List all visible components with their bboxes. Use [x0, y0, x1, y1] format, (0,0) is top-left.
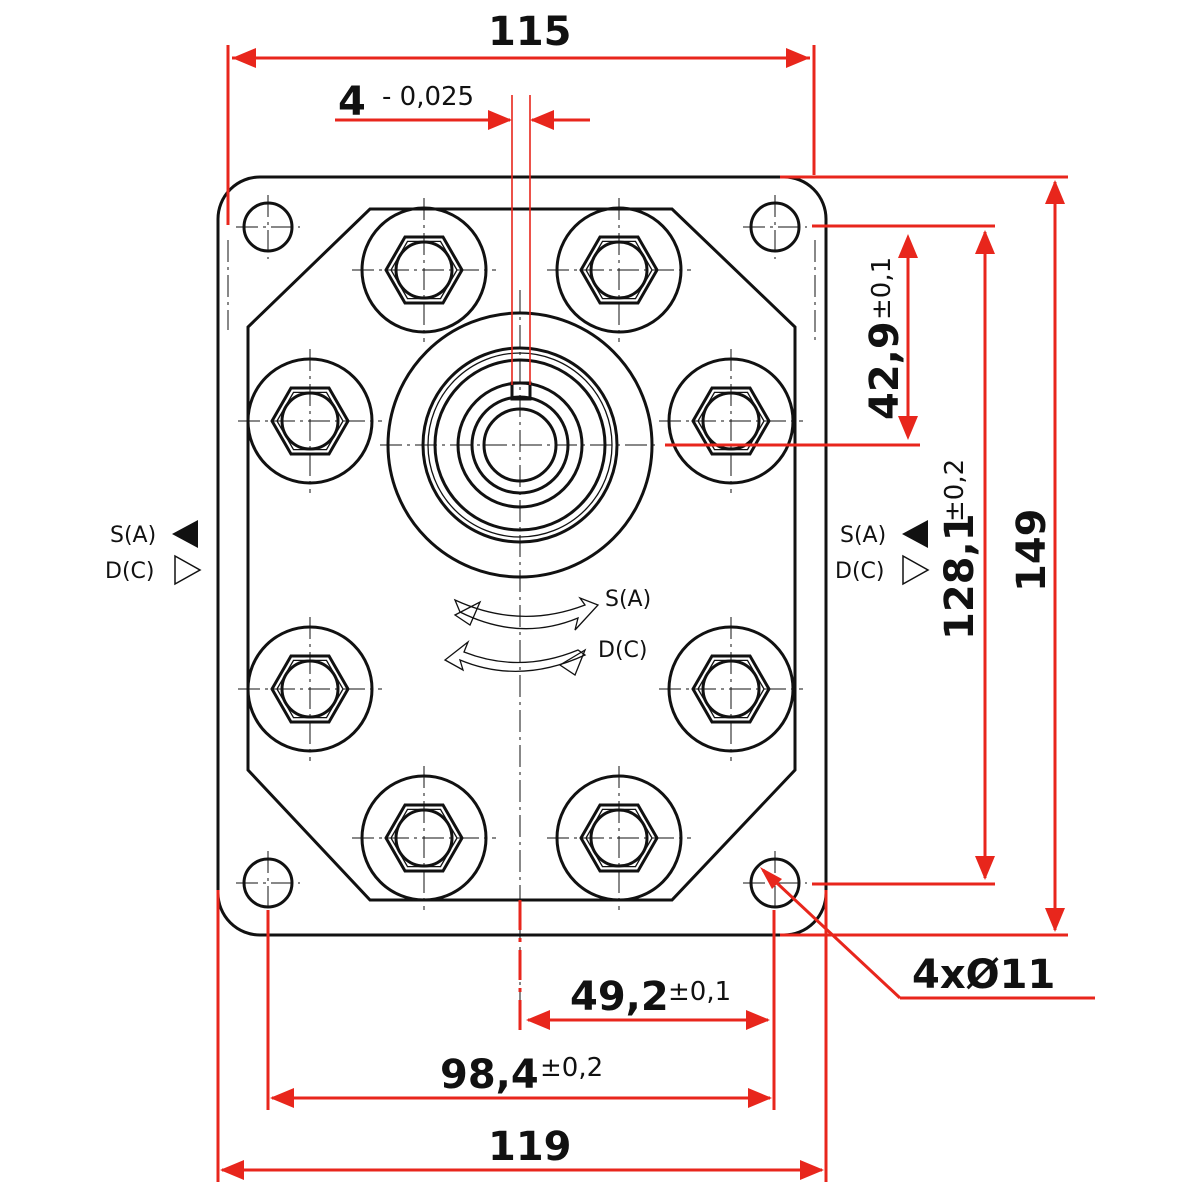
dimension-lines — [216, 45, 1095, 1182]
dim-holes: 4xØ11 — [912, 952, 1055, 998]
rotation-delivery-label: D(C) — [598, 638, 647, 663]
right-delivery-label: D(C) — [835, 559, 884, 584]
dim-height: 149 — [1009, 509, 1055, 593]
dim-width-top: 115 — [488, 9, 572, 55]
suction-port-marker — [172, 520, 198, 548]
dim-hole-spacing-vertical-tol: ±0,2 — [940, 459, 970, 522]
left-suction-label: S(A) — [110, 523, 156, 548]
suction-port-marker-right — [902, 520, 928, 548]
dim-key-width: 4 — [338, 79, 366, 125]
right-suction-label: S(A) — [840, 523, 886, 548]
pump-body-outline — [246, 207, 797, 902]
delivery-port-marker — [174, 554, 202, 586]
left-delivery-label: D(C) — [105, 559, 154, 584]
shaft-hub — [380, 290, 660, 1030]
dim-hole-spacing-horizontal-tol: ±0,2 — [540, 1053, 603, 1083]
corner-holes — [234, 193, 809, 917]
rotation-suction-label: S(A) — [605, 587, 651, 612]
dim-hole-spacing-vertical: 128,1 — [937, 513, 983, 640]
delivery-port-marker-right — [902, 554, 930, 586]
rotation-arrows — [443, 596, 600, 676]
dim-width-bottom: 119 — [488, 1124, 572, 1170]
dim-hole-spacing-horizontal: 98,4 — [440, 1052, 539, 1098]
dim-half-hole-spacing-tol: ±0,1 — [668, 977, 731, 1007]
dim-shaft-offset-tol: ±0,1 — [867, 257, 897, 320]
dim-half-hole-spacing: 49,2 — [570, 974, 669, 1020]
dim-shaft-offset: 42,9 — [862, 321, 908, 420]
dim-key-tolerance: - 0,025 — [382, 82, 474, 112]
flange-plate — [216, 175, 828, 937]
